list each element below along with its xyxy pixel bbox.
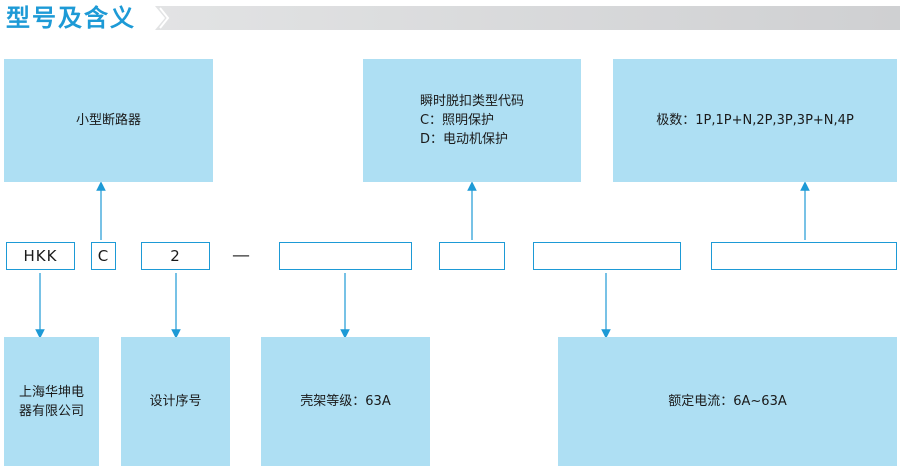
box-trip-type: 瞬时脱扣类型代码 C：照明保护 D：电动机保护 (363, 59, 581, 182)
code-box-c: C (91, 242, 116, 270)
box-poles: 极数：1P,1P+N,2P,3P,3P+N,4P (613, 59, 897, 182)
box-manufacturer: 上海华坤电 器有限公司 (4, 337, 99, 466)
code-box-current (533, 242, 681, 270)
trip-type-d: D：电动机保护 (419, 132, 508, 147)
box-frame-rating: 壳架等级：63A (261, 337, 430, 466)
manufacturer-line2: 器有限公司 (18, 403, 84, 419)
box-rated-current: 额定电流：6A~63A (558, 337, 897, 466)
box-breaker-type: 小型断路器 (4, 59, 213, 182)
code-c-text: C (97, 247, 110, 265)
page-title: 型号及含义 (6, 4, 136, 32)
code-2-text: 2 (170, 247, 181, 265)
rated-current-label: 额定电流：6A~63A (668, 394, 787, 409)
trip-type-text: 瞬时脱扣类型代码 C：照明保护 D：电动机保护 (420, 92, 524, 149)
manufacturer-line1: 上海华坤电 (18, 384, 84, 400)
breaker-type-label: 小型断路器 (75, 113, 141, 128)
code-dash: — (232, 245, 250, 266)
trip-type-c: C：照明保护 (419, 113, 495, 128)
manufacturer-text: 上海华坤电 器有限公司 (19, 383, 84, 421)
title-band (155, 6, 900, 30)
frame-rating-label: 壳架等级：63A (300, 394, 391, 409)
code-box-trip (439, 242, 505, 270)
box-design-number: 设计序号 (121, 337, 230, 466)
design-number-label: 设计序号 (149, 394, 202, 409)
trip-type-title: 瞬时脱扣类型代码 (419, 94, 524, 109)
poles-label: 极数：1P,1P+N,2P,3P,3P+N,4P (656, 113, 854, 128)
code-box-2: 2 (141, 242, 210, 270)
code-hkk-text: HKK (23, 247, 58, 265)
code-box-frame (279, 242, 412, 270)
code-box-hkk: HKK (6, 242, 75, 270)
code-box-poles (711, 242, 897, 270)
